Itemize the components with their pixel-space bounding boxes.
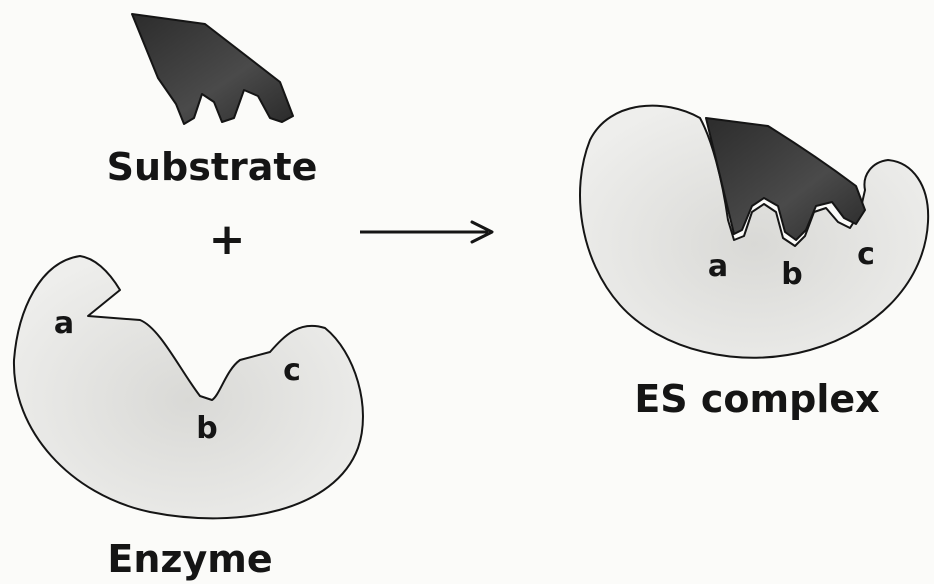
substrate-label: Substrate [107,145,318,189]
complex-site-b-label: b [781,257,802,292]
enzyme-shape [14,256,363,518]
enzyme-site-c-label: c [283,353,301,388]
enzyme-site-a-label: a [54,306,74,341]
plus-sign: + [209,214,246,265]
complex-site-a-label: a [708,249,728,284]
reaction-arrow [360,222,492,242]
es-complex-substrate-shape [706,118,865,240]
es-complex-label: ES complex [634,377,879,421]
enzyme-site-b-label: b [196,411,217,446]
complex-site-c-label: c [857,237,875,272]
enzyme-label: Enzyme [107,537,272,581]
substrate-shape [132,14,293,124]
